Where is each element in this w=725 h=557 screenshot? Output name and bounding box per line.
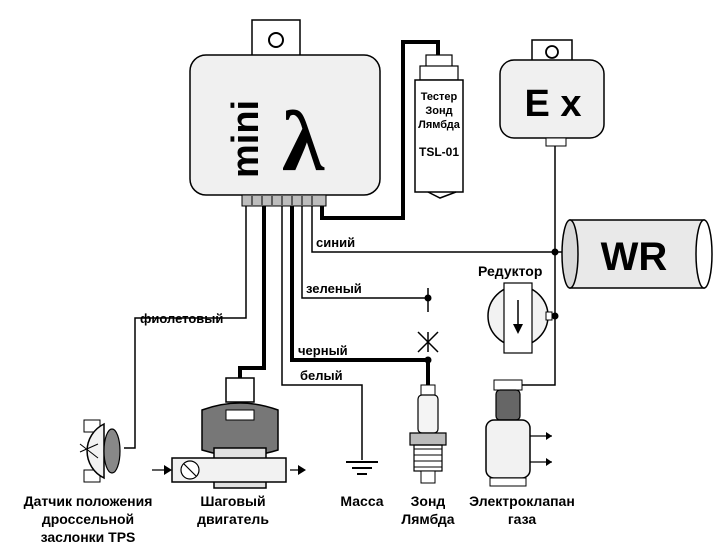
- controller-mini-text: mini: [225, 100, 267, 178]
- controller-lambda-symbol: λ: [282, 93, 325, 189]
- caption-tps-line3: заслонки TPS: [41, 529, 136, 545]
- wr-label: WR: [601, 235, 668, 279]
- wire-label-black: черный: [298, 343, 348, 358]
- wire-junctions: [424, 248, 559, 364]
- tester-line3: Лямбда: [418, 119, 461, 131]
- tester-line1: Тестер: [421, 91, 458, 103]
- valve-body: [485, 419, 531, 479]
- caption-probe-line2: Лямбда: [401, 511, 454, 527]
- caption-valve-line2: газа: [508, 511, 537, 527]
- wire-black: [290, 206, 430, 385]
- caption-tps: Датчик положения дроссельной заслонки TP…: [24, 493, 153, 545]
- connector-pins: [251, 196, 313, 205]
- mount-hole: [268, 32, 284, 48]
- controller-connector: [241, 194, 327, 207]
- wire-label-green: зеленый: [306, 281, 362, 296]
- tester-tsl01: Тестер Зонд Лямбда TSL-01: [414, 54, 464, 199]
- reducer-label: Редуктор: [478, 263, 542, 279]
- tps-sensor: [79, 419, 121, 483]
- ground-symbol: [346, 461, 378, 475]
- wire-white: [281, 206, 363, 460]
- wire-violet: [124, 206, 247, 449]
- ex-module: E x: [499, 39, 605, 147]
- mini-lambda-controller: mini λ: [189, 19, 381, 207]
- caption-stepper-line2: двигатель: [197, 511, 269, 527]
- wire-label-white: белый: [300, 368, 343, 383]
- caption-valve-line1: Электроклапан: [469, 493, 575, 509]
- reducer: Редуктор: [478, 263, 553, 354]
- ex-label: E x: [524, 83, 581, 125]
- stepper-motor: [152, 377, 306, 489]
- tester-model: TSL-01: [419, 145, 459, 159]
- wire-cut-cross: [417, 331, 439, 353]
- wire-bus: [521, 140, 556, 386]
- wr-module: WR: [561, 219, 713, 289]
- wire-stepper: [238, 206, 266, 378]
- tester-wire: [320, 40, 440, 220]
- wr-body: [569, 219, 705, 289]
- caption-valve: Электроклапан газа: [469, 493, 575, 527]
- caption-probe-line1: Зонд: [411, 493, 446, 509]
- wire-label-violet: фиолетовый: [140, 311, 223, 326]
- tester-body: [414, 79, 464, 193]
- caption-stepper-line1: Шаговый: [200, 493, 265, 509]
- wire-green: [301, 206, 428, 299]
- tester-line2: Зонд: [425, 105, 452, 117]
- lambda-probe: [409, 384, 447, 484]
- gas-valve: [485, 379, 552, 487]
- caption-stepper: Шаговый двигатель: [197, 493, 269, 527]
- wire-label-blue: синий: [316, 235, 355, 250]
- wiring: [124, 40, 570, 460]
- caption-tps-line2: дроссельной: [42, 511, 134, 527]
- caption-tps-line1: Датчик положения: [24, 493, 153, 509]
- caption-probe: Зонд Лямбда: [401, 493, 454, 527]
- caption-ground: Масса: [340, 493, 383, 509]
- wire-blue: [311, 206, 555, 253]
- tps-body: [86, 422, 105, 480]
